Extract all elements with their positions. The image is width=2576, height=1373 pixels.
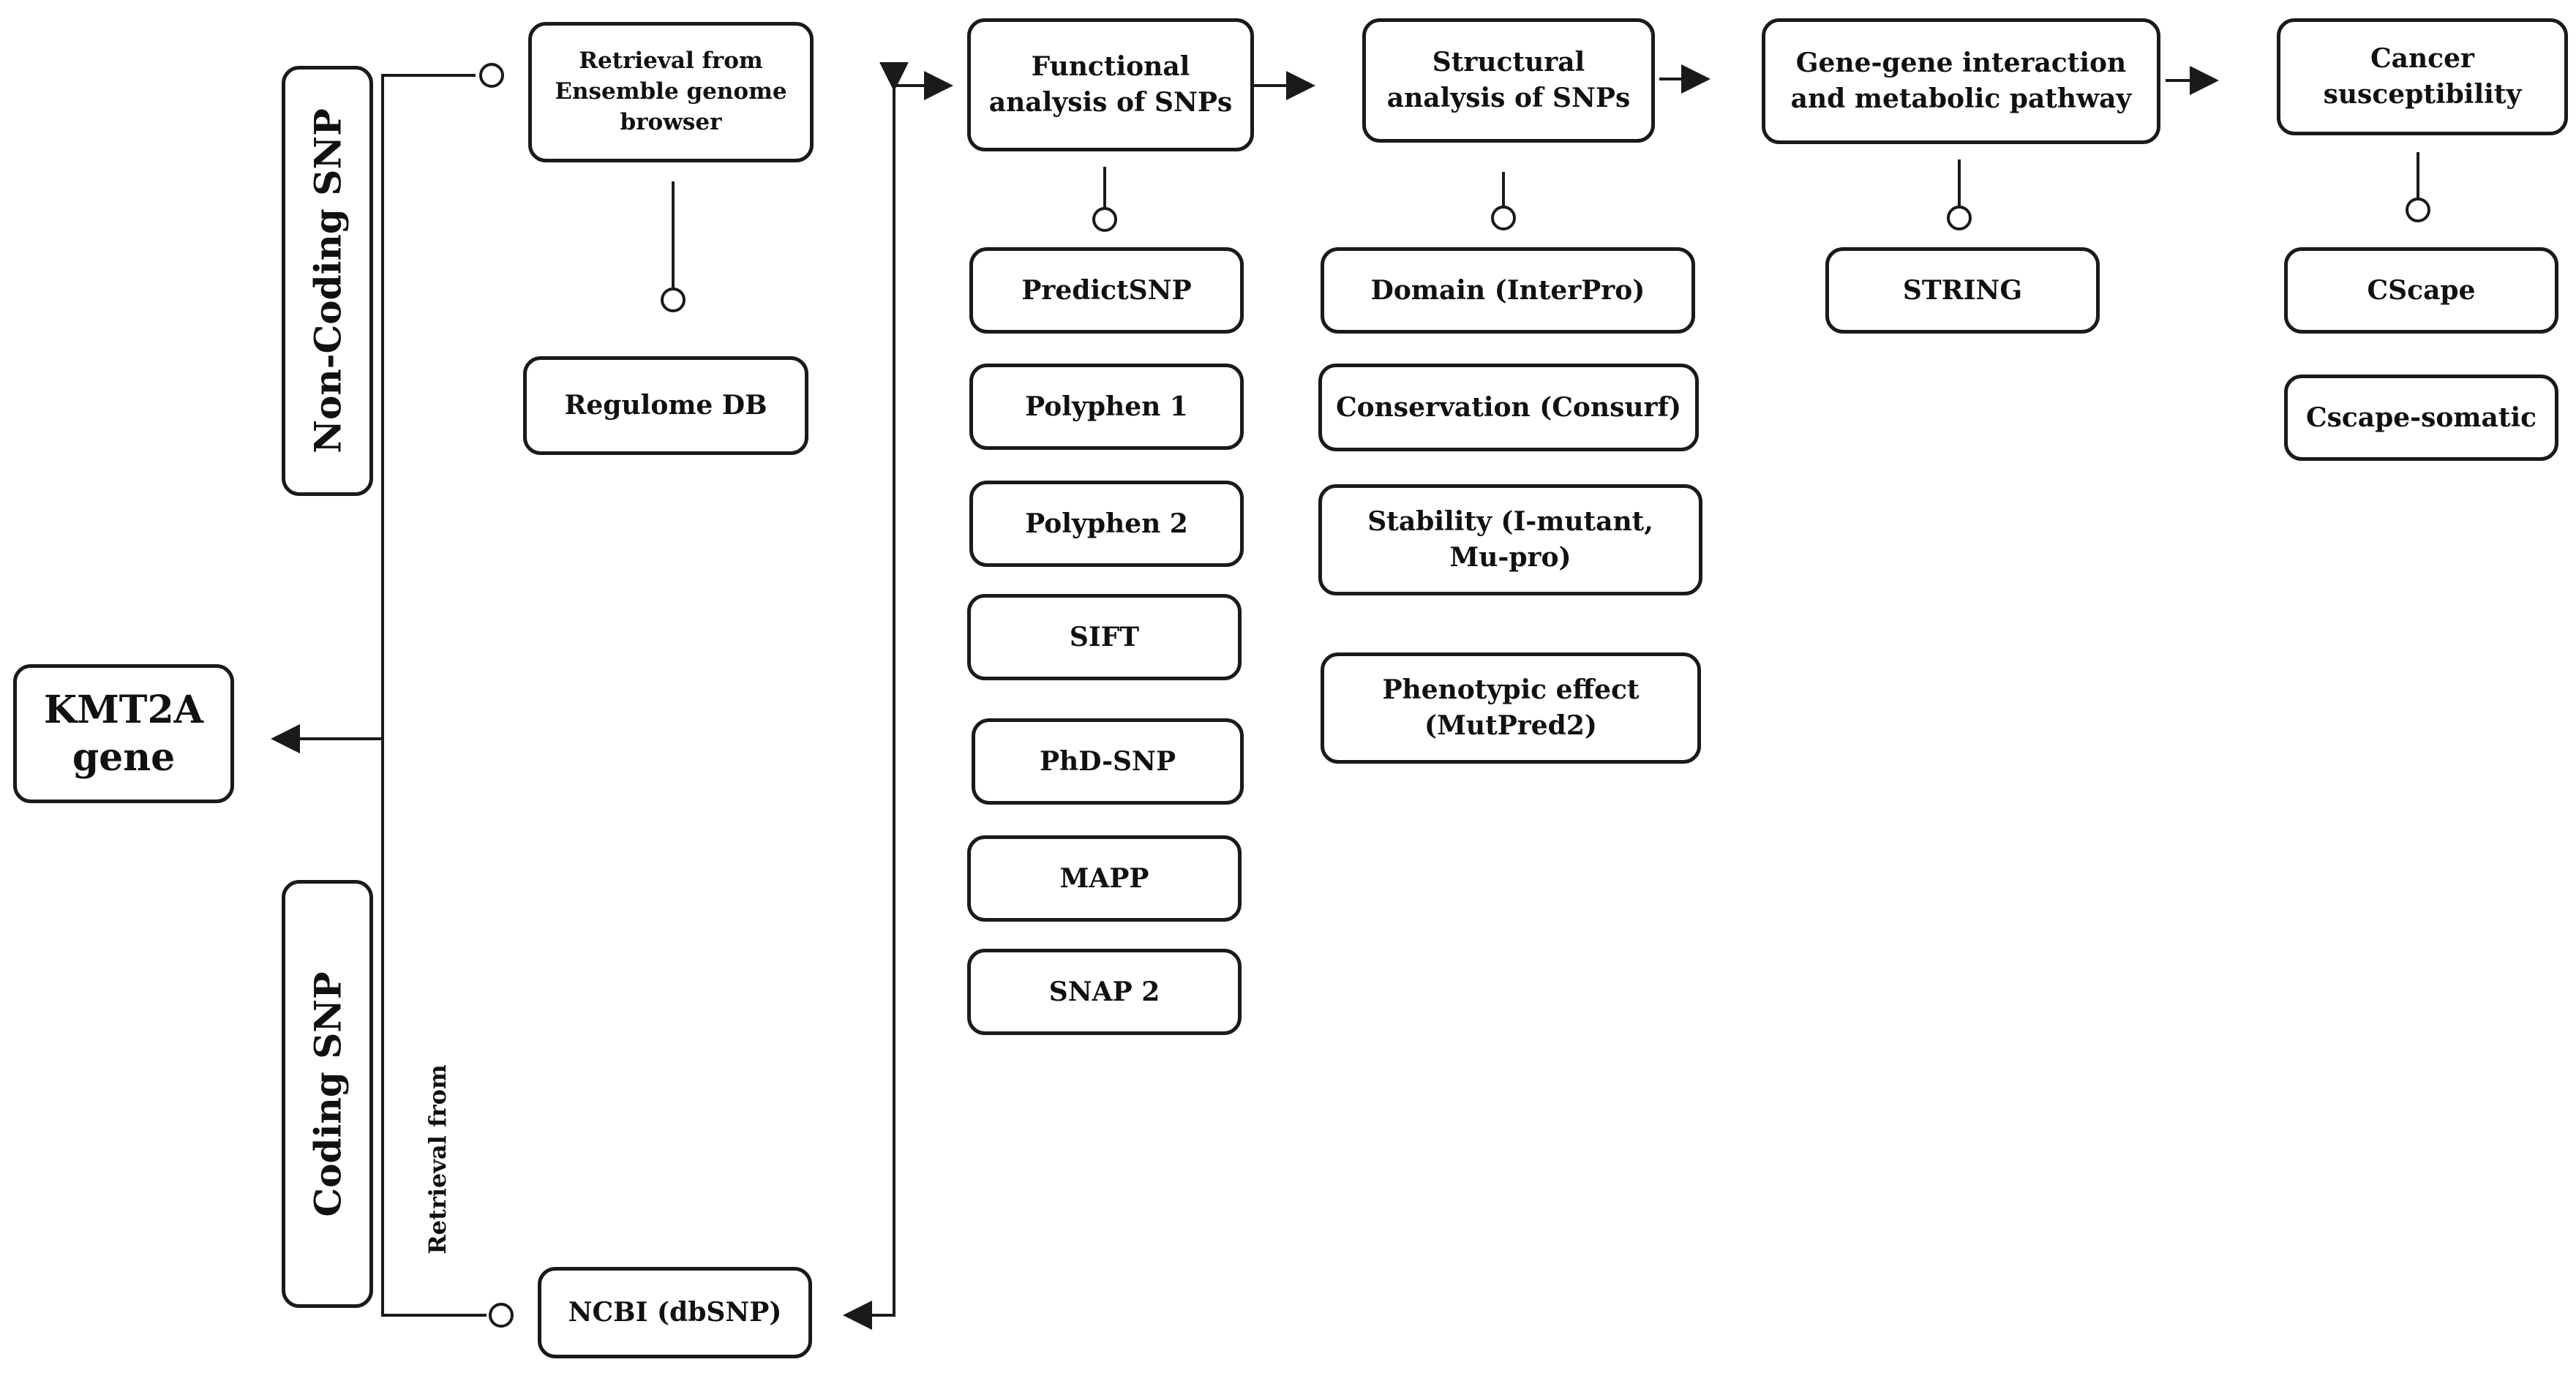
tool-mapp-box: MAPP [967,835,1242,922]
interaction-pathway-header: Gene-gene interaction and metabolic path… [1762,18,2160,144]
non-coding-snp-label: Non-Coding SNP [306,108,349,454]
ensembl-retrieval-box: Retrieval from Ensemble genome browser [528,22,814,162]
functional-pin-circle [1092,207,1117,232]
tool-phd-snp-box: PhD-SNP [972,718,1244,805]
coding-snp-label: Coding SNP [306,971,349,1217]
regulomedb-box: Regulome DB [523,356,808,455]
regulome-junction-circle [661,287,686,312]
coding-snp-box: Coding SNP [282,880,373,1308]
ensembl-junction-circle [479,63,504,88]
tool-snap-2-box: SNAP 2 [967,949,1242,1035]
ncbi-junction-circle [489,1303,514,1328]
ncbi-to-functional-line [843,62,909,1330]
tool-domain-interpro-box: Domain (InterPro) [1321,247,1695,334]
tool-cscape-box: CScape [2284,247,2558,334]
non-coding-branch-line [381,74,476,739]
tool-sift-box: SIFT [967,594,1242,680]
structural-analysis-header: Structural analysis of SNPs [1362,18,1655,143]
tool-stability-box: Stability (I-mutant, Mu-pro) [1318,484,1702,595]
cancer-susceptibility-header: Cancer susceptibility [2277,18,2568,135]
tool-conservation-consurf-box: Conservation (Consurf) [1318,364,1699,451]
tool-predictsnp-box: PredictSNP [969,247,1244,334]
tool-cscape-somatic-box: Cscape-somatic [2284,375,2558,461]
non-coding-snp-box: Non-Coding SNP [282,66,373,496]
cancer-pin-circle [2406,198,2430,222]
interaction-pin-circle [1947,206,1972,230]
retrieval-from-label: Retrieval from [424,1064,451,1254]
structural-pin-circle [1491,206,1516,230]
tool-phenotypic-effect-box: Phenotypic effect (MutPred2) [1321,652,1701,764]
ncbi-dbsnp-box: NCBI (dbSNP) [538,1267,812,1358]
coding-branch-line [381,739,487,1317]
tool-polyphen-1-box: Polyphen 1 [969,364,1244,450]
tool-polyphen-2-box: Polyphen 2 [969,481,1244,567]
tool-string-box: STRING [1825,247,2100,334]
functional-analysis-header: Functional analysis of SNPs [967,18,1254,151]
kmt2a-gene-box: KMT2A gene [13,664,234,803]
